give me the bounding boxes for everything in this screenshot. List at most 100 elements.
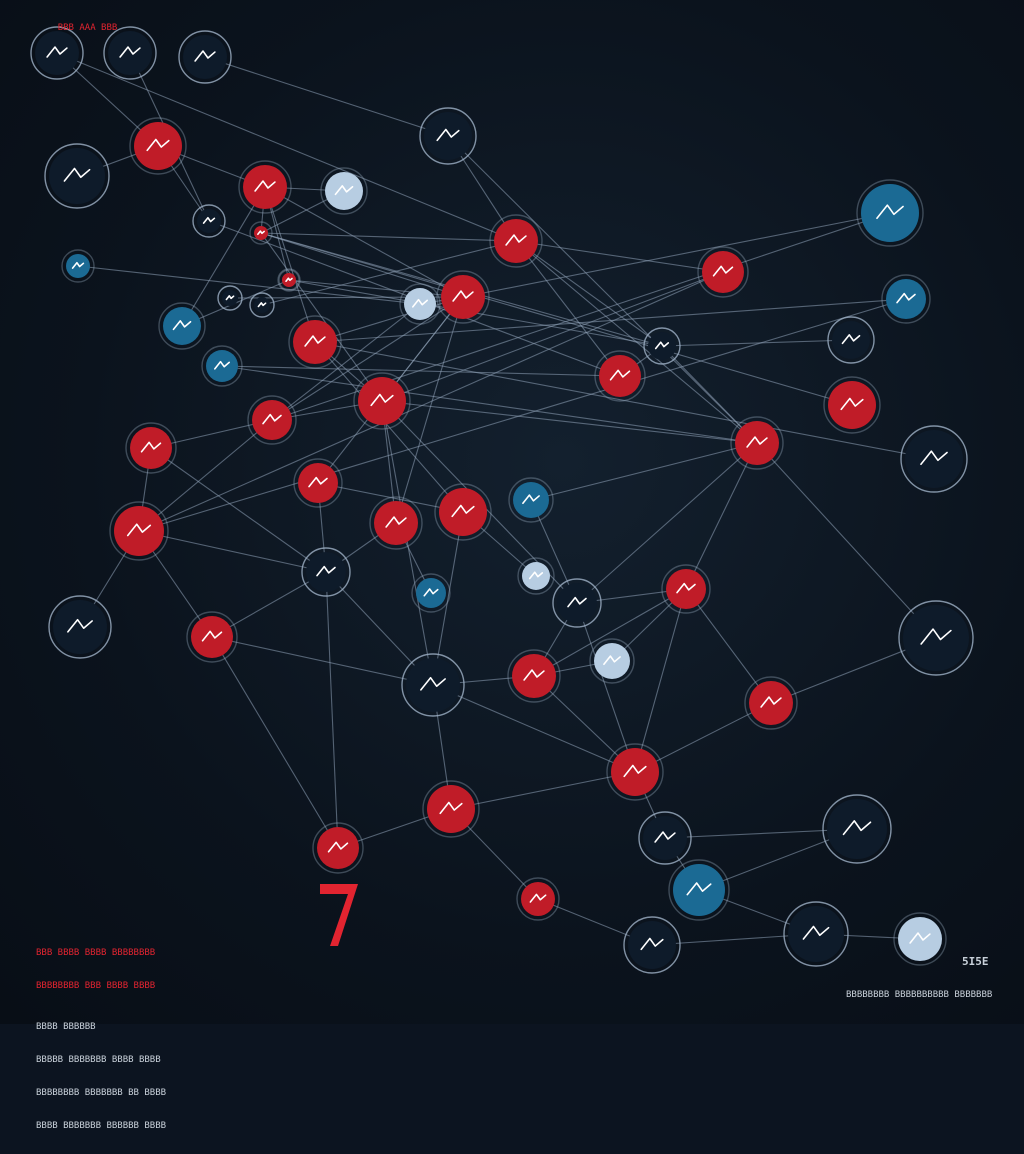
edge-n27-n29	[317, 482, 464, 513]
caption-line-5: BBBBBBBB BBBBBBB BB BBBB	[36, 1088, 167, 1098]
node-ring	[900, 425, 968, 493]
node-body	[35, 31, 79, 75]
edge-n35-n44	[576, 602, 636, 773]
node-layer	[30, 26, 974, 974]
edge-n19-n20	[221, 365, 621, 377]
dot-icon	[840, 397, 864, 411]
node-body	[416, 578, 446, 608]
globe-icon	[896, 292, 916, 304]
node-body	[66, 254, 90, 278]
node-body	[557, 583, 597, 623]
node-body	[374, 501, 418, 545]
node-body	[358, 377, 406, 425]
node-ring	[638, 811, 692, 865]
node-ring	[103, 26, 157, 80]
node-ring	[893, 912, 947, 966]
node-body	[673, 864, 725, 916]
node-ring	[668, 859, 730, 921]
node-n19	[201, 345, 243, 387]
node-n20	[594, 350, 646, 402]
monitor-icon	[194, 50, 216, 62]
node-body	[628, 921, 676, 969]
checklist-icon	[201, 630, 223, 642]
bottom-right-label: 5I5E	[962, 955, 989, 968]
node-n3	[178, 30, 232, 84]
node-n40	[401, 653, 465, 717]
tools-icon	[202, 216, 216, 224]
user-icon	[126, 523, 152, 537]
node-n7	[320, 167, 368, 215]
node-body	[441, 275, 485, 319]
node-body	[599, 355, 641, 397]
car-icon	[412, 298, 428, 308]
node-n58	[278, 269, 300, 291]
node-n39	[898, 600, 974, 676]
node-body	[114, 506, 164, 556]
edge-n18-n24	[381, 400, 758, 444]
node-n1	[30, 26, 84, 80]
node-n27	[293, 458, 343, 508]
edge-n43-n44	[634, 702, 772, 773]
sphere-icon	[920, 628, 952, 645]
node-ring	[48, 595, 112, 659]
edge-n6-n17	[181, 186, 266, 327]
node-n28	[369, 496, 423, 550]
camera-icon	[316, 565, 336, 577]
edge-n38-n46	[211, 636, 339, 849]
edge-n47-n48	[664, 828, 858, 839]
edge-n54-n31	[138, 298, 907, 532]
node-n43	[744, 676, 798, 730]
edge-n32-n46	[325, 571, 339, 849]
node-ring	[186, 611, 238, 663]
brain-icon	[46, 46, 68, 58]
node-body	[427, 785, 475, 833]
node-body	[317, 827, 359, 869]
node-ring	[192, 204, 226, 238]
train-icon	[842, 820, 872, 836]
node-body	[702, 251, 744, 293]
target-icon	[370, 393, 394, 407]
chart-icon	[505, 234, 527, 246]
node-body	[594, 643, 630, 679]
edge-n12-n21	[515, 240, 663, 347]
gauge-icon	[262, 413, 282, 425]
truck-icon	[609, 369, 631, 381]
edge-n11-n14	[260, 232, 464, 298]
node-n48	[822, 794, 892, 864]
gear-icon	[334, 185, 354, 196]
top-left-caption-text: BBB AAA BBB	[57, 23, 118, 33]
node-ring	[353, 372, 411, 430]
node-ring	[697, 246, 749, 298]
globe-icon	[172, 320, 192, 331]
node-ring	[589, 638, 635, 684]
caption-line-2: BBBBBBBB BBB BBBB BBBB	[36, 981, 156, 991]
node-ring	[312, 822, 364, 874]
edge-n12-n23	[515, 240, 724, 273]
node-body	[439, 488, 487, 536]
edge-n32-n38	[211, 571, 327, 638]
node-n9	[192, 204, 226, 238]
node-ring	[823, 376, 881, 434]
node-body	[134, 122, 182, 170]
node-n4	[44, 143, 110, 209]
node-ring	[217, 285, 243, 311]
node-n50	[516, 877, 560, 921]
node-ring	[881, 274, 931, 324]
edge-n29-n40	[432, 511, 464, 686]
node-n55	[856, 179, 924, 247]
node-body	[828, 381, 876, 429]
node-body	[512, 654, 556, 698]
edge-n18-n40	[381, 400, 434, 686]
document-icon	[746, 436, 768, 448]
edge-n11-n12	[260, 232, 517, 242]
caption-line-4: BBBBB BBBBBBB BBBB BBBB	[36, 1055, 161, 1065]
node-body	[494, 219, 538, 263]
edge-n40-n44	[432, 684, 636, 773]
node-ring	[411, 573, 451, 613]
caption-line-6: BBBB BBBBBBB BBBBBB BBBB	[36, 1121, 167, 1131]
node-n16	[288, 315, 342, 369]
node-ring	[277, 268, 301, 292]
network-icon	[876, 204, 904, 220]
node-ring	[288, 315, 342, 369]
node-ring	[508, 477, 554, 523]
